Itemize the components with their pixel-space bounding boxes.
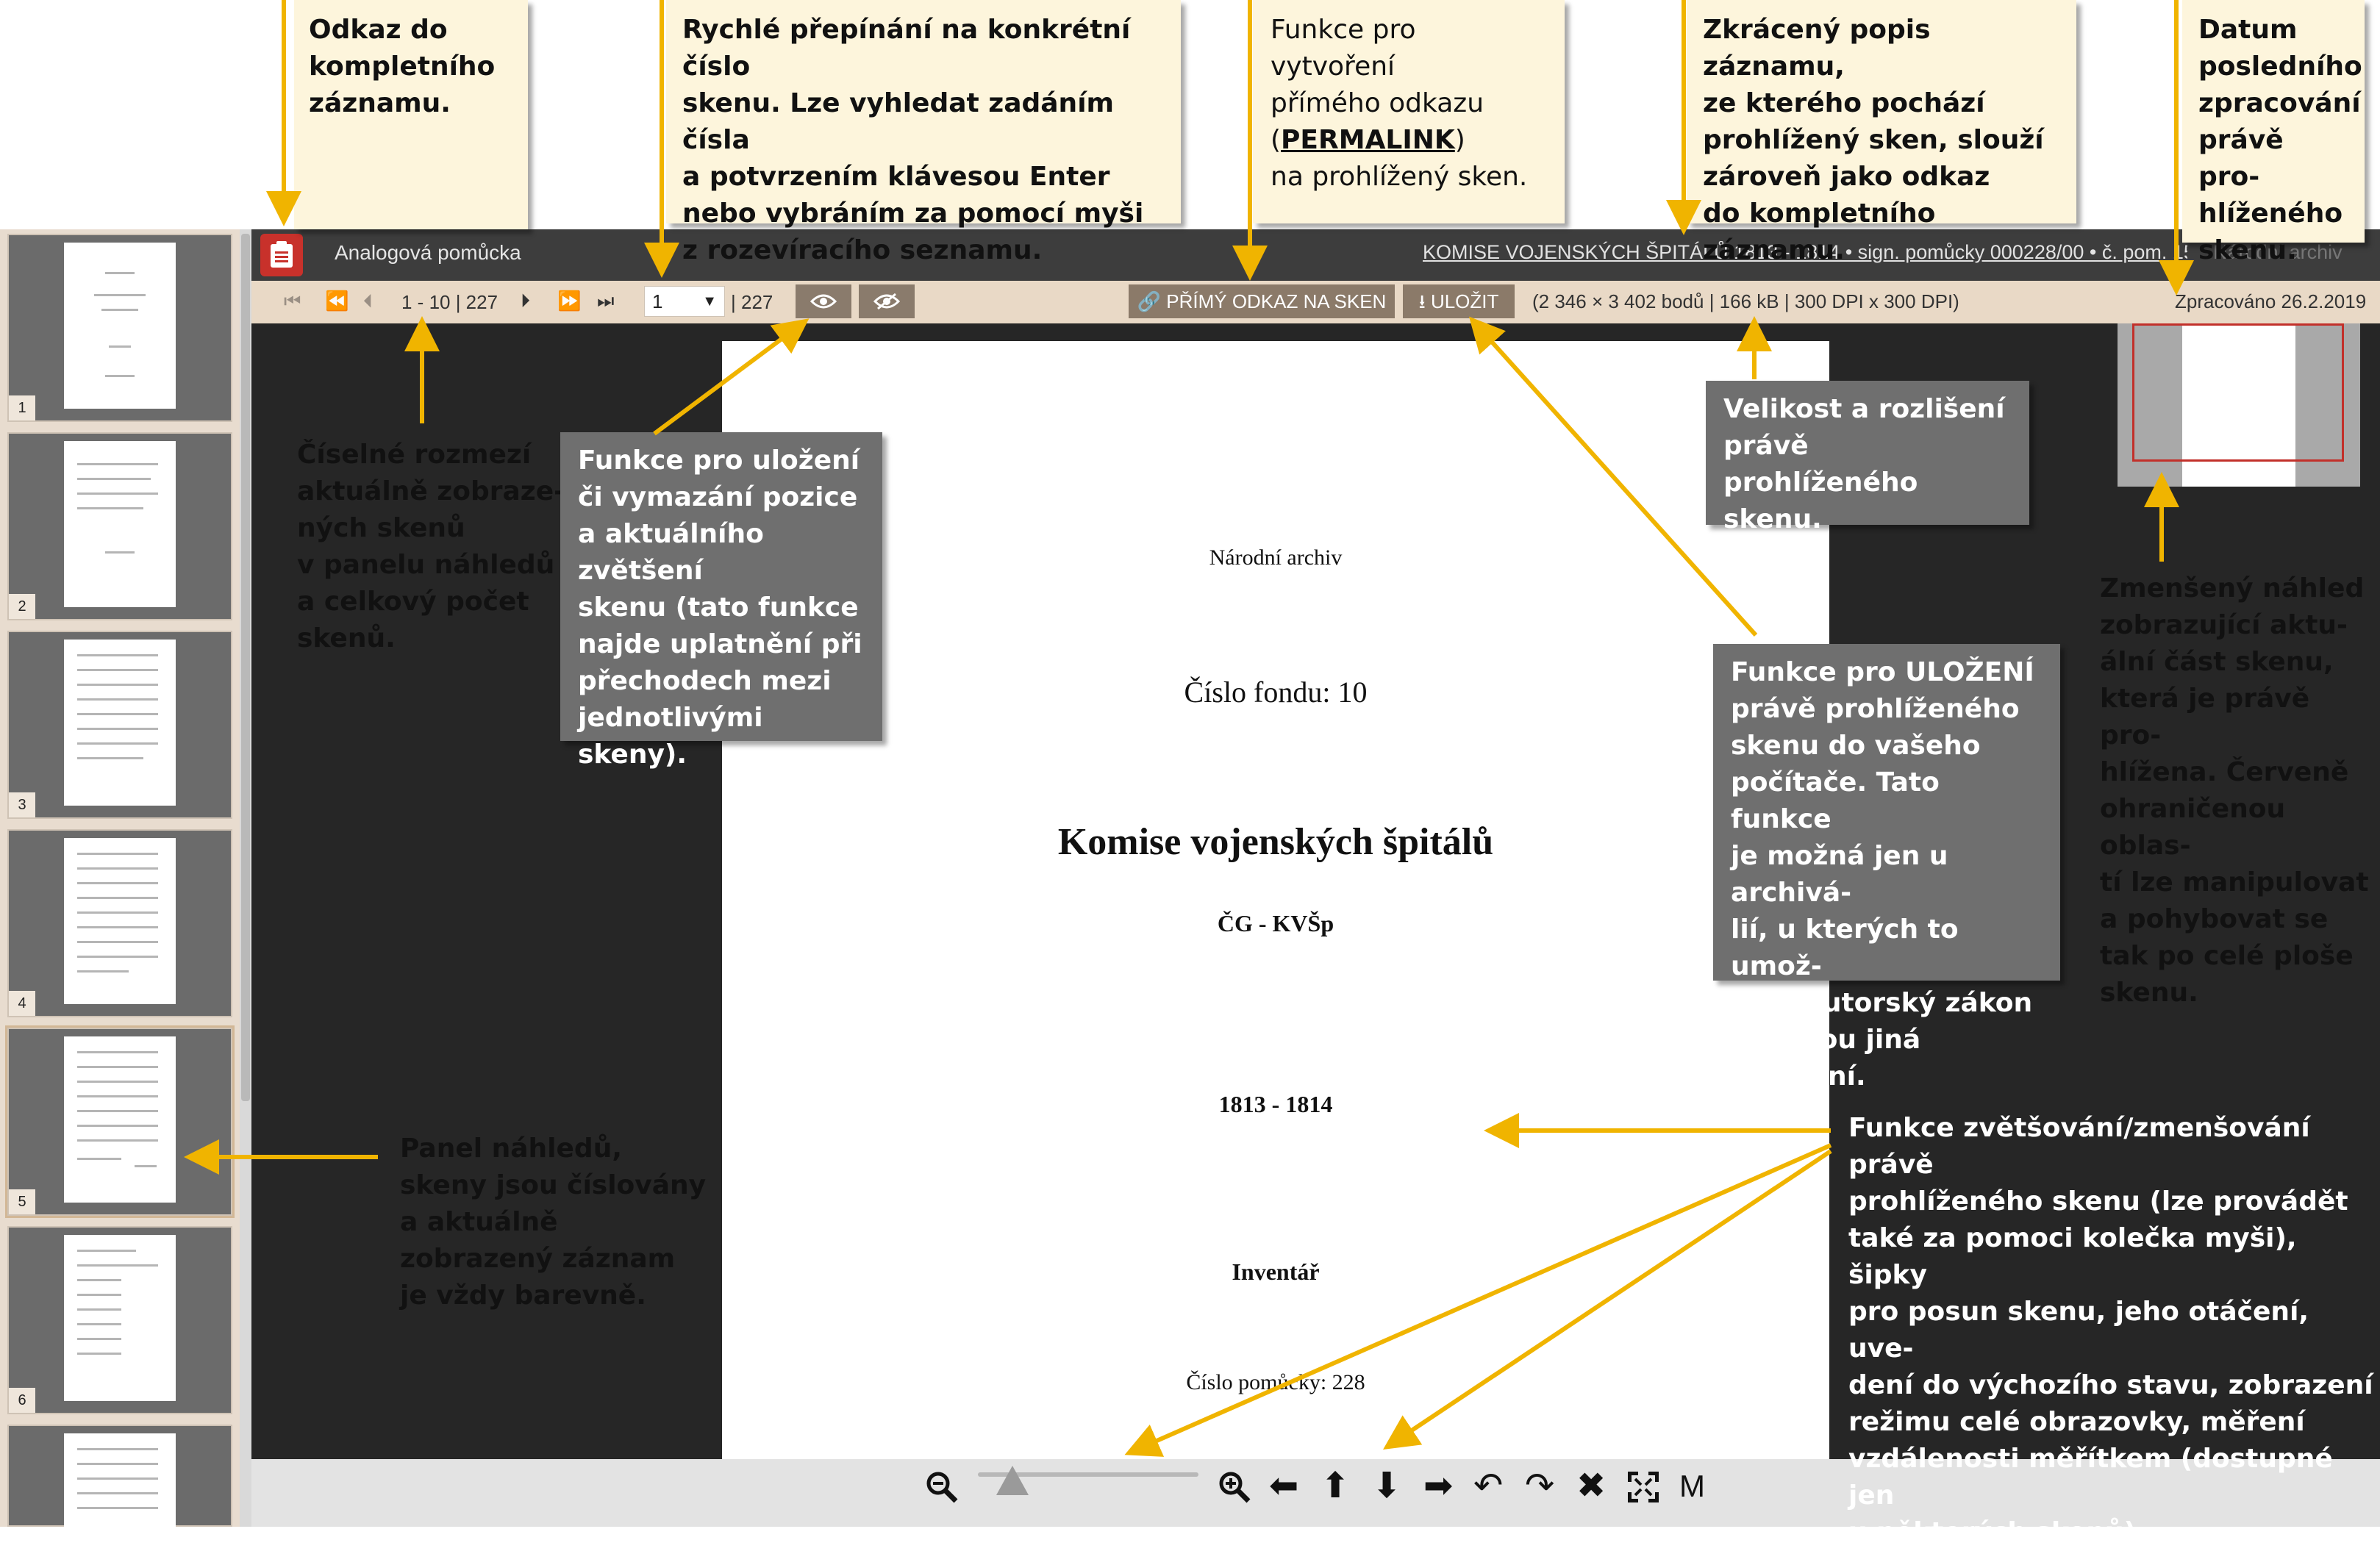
- thumbnail-image: [64, 441, 176, 607]
- scan-page[interactable]: [722, 341, 1829, 1459]
- thumbnail-item[interactable]: 6: [7, 1226, 232, 1414]
- document-icon[interactable]: [260, 234, 303, 276]
- rotate-left-icon[interactable]: ↶: [1473, 1466, 1504, 1505]
- scan-title: Komise vojenských špitálů: [1057, 821, 1494, 863]
- thumbnail-image: [64, 838, 176, 1004]
- archive-name: Národní archiv: [2213, 241, 2343, 264]
- zoom-in-icon[interactable]: [1218, 1464, 1251, 1515]
- zoom-slider-track[interactable]: [978, 1472, 1198, 1477]
- eye-off-button[interactable]: [859, 284, 915, 318]
- thumbnail-item-active[interactable]: 5: [5, 1025, 235, 1218]
- eye-off-icon: [873, 293, 901, 310]
- note-permalink: Funkce pro vytvoření přímého odkazu (PER…: [1253, 0, 1565, 223]
- download-icon: ⭳: [1418, 290, 1426, 312]
- arrow-down-icon[interactable]: ⬇: [1372, 1466, 1402, 1505]
- reset-icon[interactable]: ✖: [1576, 1466, 1607, 1505]
- processed-date: Zpracováno 26.2.2019: [2175, 290, 2367, 312]
- zoom-toolbar: [251, 1459, 2380, 1527]
- link-icon: 🔗: [1137, 290, 1162, 312]
- prev-icon[interactable]: ⏴: [363, 290, 374, 312]
- eye-button[interactable]: [796, 284, 851, 318]
- note-minimap: Zmenšený náhled zobrazující aktu- ální č…: [2100, 573, 2369, 1008]
- thumbnail-number: 6: [9, 1388, 35, 1413]
- permalink-button-label: PŘÍMÝ ODKAZ NA SKEN: [1166, 290, 1387, 312]
- thumbnail-item[interactable]: 1: [7, 234, 232, 422]
- thumbnail-image: [64, 1036, 176, 1203]
- minimap[interactable]: [2118, 323, 2360, 487]
- note-short-description: Zkrácený popis záznamu, ze kterého pochá…: [1687, 0, 2076, 265]
- thumbnail-item[interactable]: 3: [7, 631, 232, 819]
- page-total: | 227: [731, 291, 773, 313]
- page-select[interactable]: 1 ▼: [644, 286, 725, 317]
- thumbnail-image: [64, 243, 176, 409]
- chevron-down-icon: ▼: [702, 293, 717, 309]
- fullscreen-icon[interactable]: [1626, 1464, 1660, 1515]
- note-save-text-a: Funkce pro: [1731, 657, 1906, 687]
- scan-abbr: ČG - KVŠp: [1217, 910, 1334, 936]
- thumbnail-number: 3: [9, 792, 35, 817]
- note-processed-date: Datum posledního zpracování právě pro- h…: [2182, 0, 2365, 265]
- note-save-text-c: právě prohlíženého skenu do vašeho počít…: [1731, 694, 2033, 1092]
- thumbnail-image: [64, 640, 176, 806]
- eye-icon: [810, 294, 837, 309]
- zoom-slider-handle[interactable]: [996, 1466, 1029, 1495]
- thumbnail-item[interactable]: [7, 1425, 232, 1528]
- note-size-resolution: Velikost a rozlišení právě prohlíženého …: [1706, 381, 2029, 534]
- page-select-value: 1: [652, 290, 663, 312]
- note-permalink-text-a: Funkce pro vytvoření přímého odkazu (: [1271, 15, 1484, 155]
- thumbnail-number: 1: [9, 395, 35, 420]
- app-title: Analogová pomůcka: [335, 241, 521, 264]
- last-page-icon[interactable]: ⏭: [597, 290, 615, 312]
- thumbnail-image: [64, 1235, 176, 1401]
- next-icon[interactable]: ⏵: [521, 290, 531, 312]
- note-position-save: Funkce pro uložení či vymazání pozice a …: [560, 432, 882, 770]
- thumbnail-item[interactable]: 4: [7, 829, 232, 1017]
- note-save-keyword: ULOŽENÍ: [1905, 657, 2034, 687]
- arrow-right-icon[interactable]: ➡: [1423, 1466, 1454, 1505]
- note-permalink-keyword: PERMALINK: [1281, 125, 1455, 155]
- save-button-label: ULOŽIT: [1430, 290, 1499, 312]
- note-thumbnail-panel: Panel náhledů, skeny jsou číslovány a ak…: [400, 1133, 707, 1311]
- scan-years: 1813 - 1814: [1218, 1091, 1333, 1117]
- record-link[interactable]: KOMISE VOJENSKÝCH ŠPITÁLŮ 1813 - 1814 • …: [1423, 241, 2187, 263]
- thumbnail-number: 5: [9, 1189, 35, 1214]
- scan-kind: Inventář: [1232, 1258, 1320, 1285]
- thumbnail-scrollbar-handle[interactable]: [241, 234, 250, 1101]
- rotate-right-icon[interactable]: ↷: [1525, 1466, 1555, 1505]
- note-quick-switch: Rychlé přepínání na konkrétní číslo sken…: [666, 0, 1181, 265]
- scan-archive: Národní archiv: [1209, 545, 1343, 570]
- save-button[interactable]: ⭳ ULOŽIT: [1403, 284, 1515, 318]
- first-page-icon[interactable]: ⏮: [284, 290, 301, 312]
- measure-button[interactable]: M: [1679, 1469, 1705, 1503]
- thumbnail-number: 2: [9, 594, 35, 619]
- zoom-out-icon[interactable]: [925, 1464, 959, 1515]
- arrow-up-icon[interactable]: ⬆: [1321, 1466, 1351, 1505]
- thumbnail-item[interactable]: 2: [7, 432, 232, 620]
- note-range: Číselné rozmezí aktuálně zobraze- ných s…: [297, 440, 565, 653]
- scan-aid-number: Číslo pomůcky: 228: [1186, 1370, 1365, 1394]
- note-save: Funkce pro ULOŽENÍ právě prohlíženého sk…: [1713, 644, 2060, 1092]
- note-zoom-tools: Funkce zvětšování/zmenšování právě prohl…: [1831, 1110, 2380, 1547]
- thumbnail-image: [64, 1433, 176, 1528]
- scan-fond: Číslo fondu: 10: [1184, 676, 1368, 709]
- permalink-button[interactable]: 🔗 PŘÍMÝ ODKAZ NA SKEN: [1129, 284, 1395, 318]
- note-permalink-text-c: ) na prohlížený sken.: [1271, 125, 1528, 192]
- viewer-header: [251, 229, 2380, 281]
- note-record-link: Odkaz do kompletního záznamu.: [294, 0, 528, 229]
- scan-info: (2 346 × 3 402 bodů | 166 kB | 300 DPI x…: [1532, 290, 1959, 312]
- arrow-left-icon[interactable]: ⬅: [1269, 1466, 1299, 1505]
- fast-back-icon[interactable]: ⏪: [325, 290, 349, 312]
- thumbnail-number: 4: [9, 991, 35, 1016]
- range-label: 1 - 10 | 227: [401, 291, 498, 313]
- minimap-viewport-frame[interactable]: [2132, 323, 2344, 462]
- fast-forward-icon[interactable]: ⏩: [557, 290, 582, 312]
